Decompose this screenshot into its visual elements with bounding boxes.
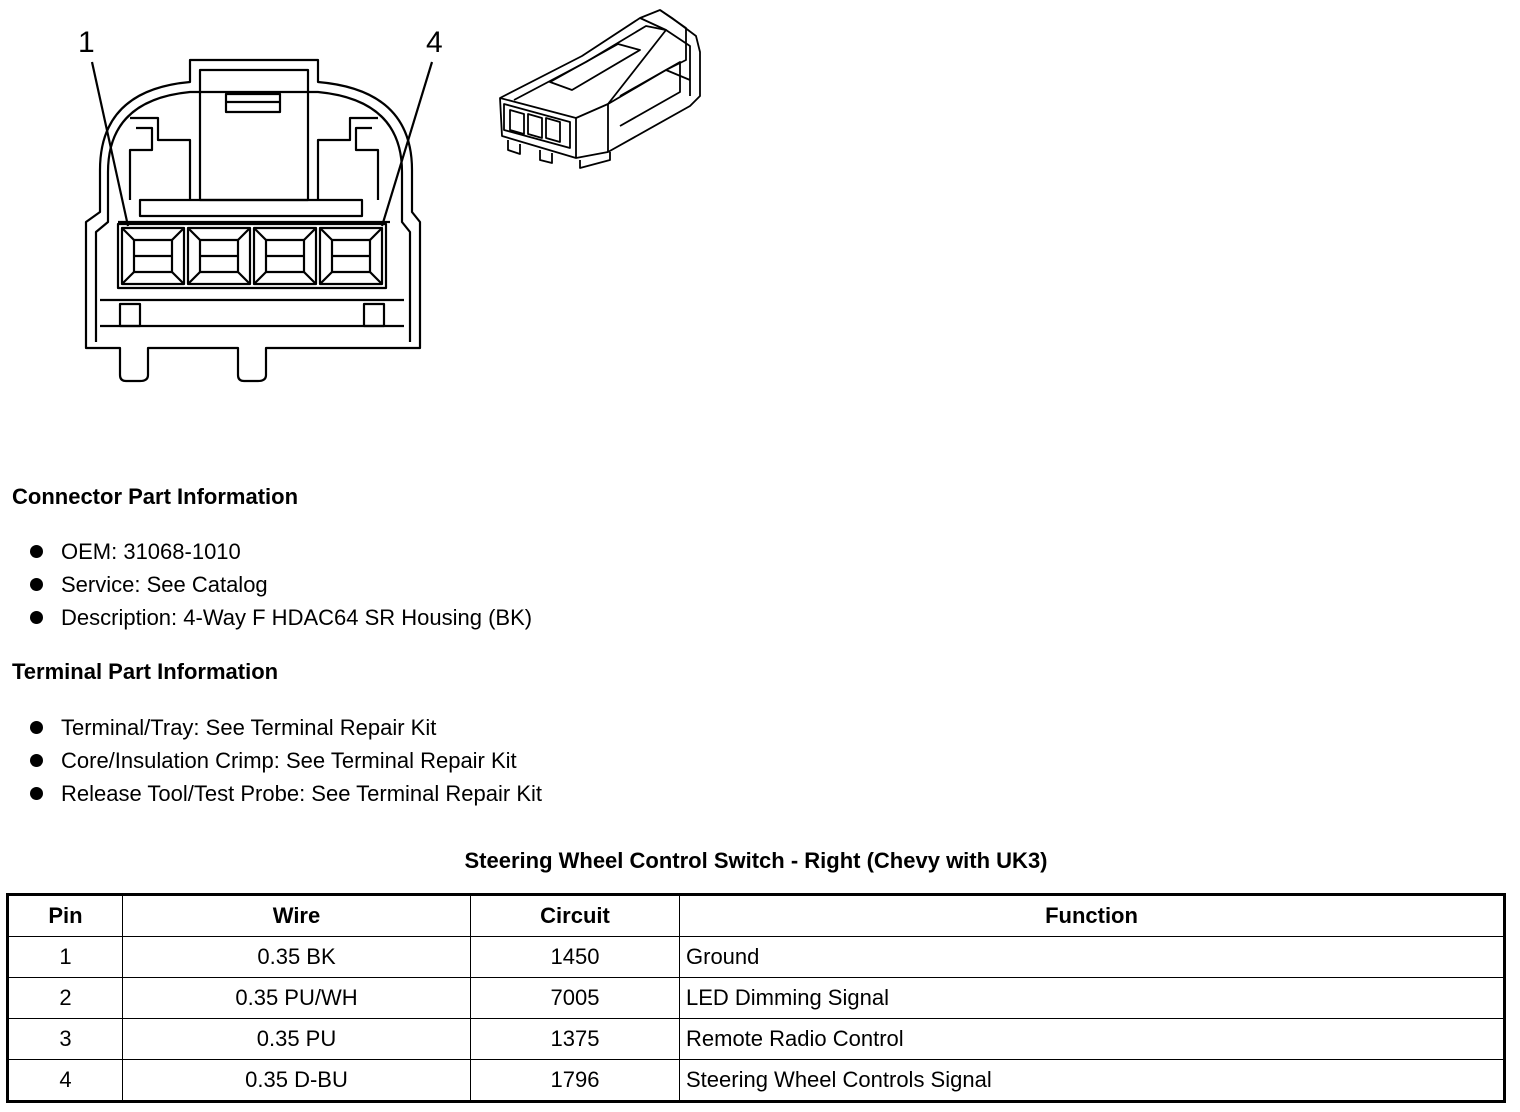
- column-header-wire: Wire: [122, 894, 471, 937]
- list-item: Core/Insulation Crimp: See Terminal Repa…: [30, 744, 542, 777]
- table-row: 1 0.35 BK 1450 Ground: [7, 936, 1505, 978]
- terminal-part-info-list: Terminal/Tray: See Terminal Repair Kit C…: [30, 711, 542, 810]
- list-item: Terminal/Tray: See Terminal Repair Kit: [30, 711, 542, 744]
- pinout-table-title: Steering Wheel Control Switch - Right (C…: [464, 848, 1048, 873]
- pinout-table: Pin Wire Circuit Function 1 0.35 BK 1450…: [6, 893, 1506, 1103]
- pin-cell: 2: [7, 977, 123, 1019]
- connector-part-info-list: OEM: 31068-1010 Service: See Catalog Des…: [30, 535, 532, 634]
- terminal-crimp-text: Core/Insulation Crimp: See Terminal Repa…: [61, 748, 517, 773]
- circuit-cell: 1450: [470, 936, 680, 978]
- connector-face-diagram: [84, 58, 434, 383]
- pin-4-label: 4: [426, 26, 443, 59]
- table-row: 2 0.35 PU/WH 7005 LED Dimming Signal: [7, 977, 1505, 1019]
- function-cell: Remote Radio Control: [679, 1018, 1505, 1060]
- wire-cell: 0.35 PU: [122, 1018, 471, 1060]
- circuit-cell: 7005: [470, 977, 680, 1019]
- terminal-tray-text: Terminal/Tray: See Terminal Repair Kit: [61, 715, 437, 740]
- connector-service-text: Service: See Catalog: [61, 572, 268, 597]
- circuit-cell: 1796: [470, 1059, 680, 1102]
- function-cell: Steering Wheel Controls Signal: [679, 1059, 1505, 1102]
- bullet-icon: [30, 611, 43, 624]
- table-row: 4 0.35 D-BU 1796 Steering Wheel Controls…: [7, 1059, 1505, 1102]
- column-header-function: Function: [679, 894, 1505, 937]
- connector-oem-text: OEM: 31068-1010: [61, 539, 241, 564]
- bullet-icon: [30, 721, 43, 734]
- terminal-part-info-title: Terminal Part Information: [12, 659, 279, 684]
- terminal-release-tool-text: Release Tool/Test Probe: See Terminal Re…: [61, 781, 542, 806]
- bullet-icon: [30, 545, 43, 558]
- wire-cell: 0.35 D-BU: [122, 1059, 471, 1102]
- column-header-pin: Pin: [7, 894, 123, 937]
- list-item: OEM: 31068-1010: [30, 535, 532, 568]
- column-header-circuit: Circuit: [470, 894, 680, 937]
- bullet-icon: [30, 754, 43, 767]
- list-item: Description: 4-Way F HDAC64 SR Housing (…: [30, 601, 532, 634]
- function-cell: Ground: [679, 936, 1505, 978]
- list-item: Service: See Catalog: [30, 568, 532, 601]
- pin-cell: 1: [7, 936, 123, 978]
- bullet-icon: [30, 787, 43, 800]
- connector-part-info-title: Connector Part Information: [12, 484, 299, 509]
- table-row: 3 0.35 PU 1375 Remote Radio Control: [7, 1018, 1505, 1060]
- bullet-icon: [30, 578, 43, 591]
- pin-1-label: 1: [78, 26, 95, 59]
- connector-isometric-illustration: [499, 9, 701, 169]
- wire-cell: 0.35 BK: [122, 936, 471, 978]
- pin-cell: 4: [7, 1059, 123, 1102]
- function-cell: LED Dimming Signal: [679, 977, 1505, 1019]
- pin-cell: 3: [7, 1018, 123, 1060]
- connector-description-text: Description: 4-Way F HDAC64 SR Housing (…: [61, 605, 533, 630]
- table-header-row: Pin Wire Circuit Function: [7, 894, 1505, 937]
- list-item: Release Tool/Test Probe: See Terminal Re…: [30, 777, 542, 810]
- wire-cell: 0.35 PU/WH: [122, 977, 471, 1019]
- circuit-cell: 1375: [470, 1018, 680, 1060]
